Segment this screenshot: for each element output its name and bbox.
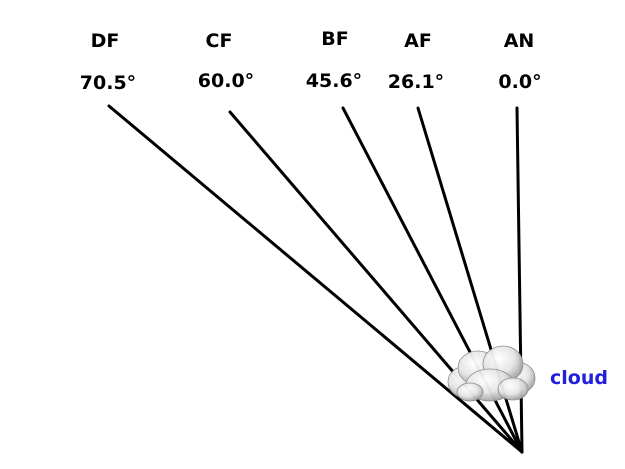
camera-bf: BF 45.6°	[306, 28, 362, 92]
view-ray-df	[107, 104, 524, 454]
camera-name-df: DF	[91, 30, 120, 52]
camera-angle-cf: 60.0°	[198, 70, 254, 92]
camera-angle-an: 0.0°	[498, 71, 541, 93]
view-ray-an	[515, 106, 524, 454]
view-rays	[107, 104, 524, 454]
view-ray-cf	[228, 110, 524, 454]
camera-an: AN 0.0°	[498, 30, 541, 93]
camera-df: DF 70.5°	[80, 30, 136, 94]
camera-name-bf: BF	[321, 28, 348, 50]
camera-cf: CF 60.0°	[198, 30, 254, 92]
cloud-label: cloud	[550, 367, 608, 389]
camera-name-af: AF	[404, 30, 432, 52]
camera-af: AF 26.1°	[388, 30, 444, 93]
cloud-icon	[447, 345, 536, 402]
camera-name-cf: CF	[206, 30, 233, 52]
camera-angle-af: 26.1°	[388, 71, 444, 93]
camera-name-an: AN	[504, 30, 535, 52]
camera-angle-df: 70.5°	[80, 72, 136, 94]
camera-angle-bf: 45.6°	[306, 70, 362, 92]
